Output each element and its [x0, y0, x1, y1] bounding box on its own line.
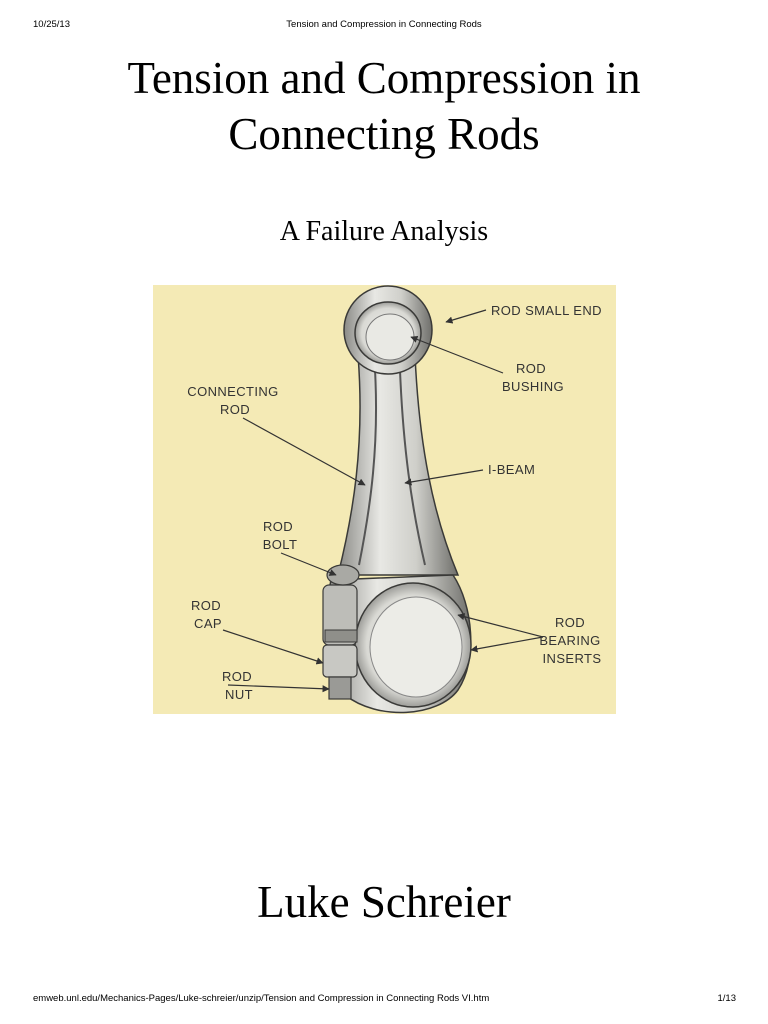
figure-leader-lines [222, 309, 544, 693]
label-rod-small-end: ROD SMALL END [491, 303, 602, 318]
document-title: Tension and Compression in Connecting Ro… [0, 50, 768, 162]
figure-labels: ROD SMALL END ROD BUSHING CONNECTING ROD… [187, 303, 604, 702]
page-number: 1/13 [717, 993, 737, 1004]
print-date: 10/25/13 [33, 19, 70, 30]
document-title-line-2: Connecting Rods [228, 109, 540, 159]
document-title-line-1: Tension and Compression in [127, 53, 641, 103]
connecting-rod-drawing [322, 285, 472, 714]
connecting-rod-diagram: ROD SMALL END ROD BUSHING CONNECTING ROD… [187, 285, 604, 714]
document-subtitle: A Failure Analysis [279, 216, 489, 247]
print-url: emweb.unl.edu/Mechanics-Pages/Luke-schre… [33, 993, 490, 1004]
label-connecting-rod: CONNECTING ROD [187, 384, 282, 417]
label-rod-bearing-inserts: ROD BEARING INSERTS [539, 615, 604, 666]
label-rod-nut: ROD NUT [222, 669, 256, 702]
label-rod-cap: ROD CAP [191, 598, 225, 631]
print-footer: emweb.unl.edu/Mechanics-Pages/Luke-schre… [0, 993, 768, 1007]
print-header-title: Tension and Compression in Connecting Ro… [286, 19, 482, 30]
label-i-beam: I-BEAM [488, 462, 535, 477]
author-name: Luke Schreier [257, 877, 511, 927]
print-header: 10/25/13 Tension and Compression in Conn… [0, 19, 768, 33]
label-rod-bolt: ROD BOLT [263, 519, 298, 552]
label-rod-bushing: ROD BUSHING [502, 361, 564, 394]
connecting-rod-figure: ROD SMALL END ROD BUSHING CONNECTING ROD… [153, 285, 616, 714]
